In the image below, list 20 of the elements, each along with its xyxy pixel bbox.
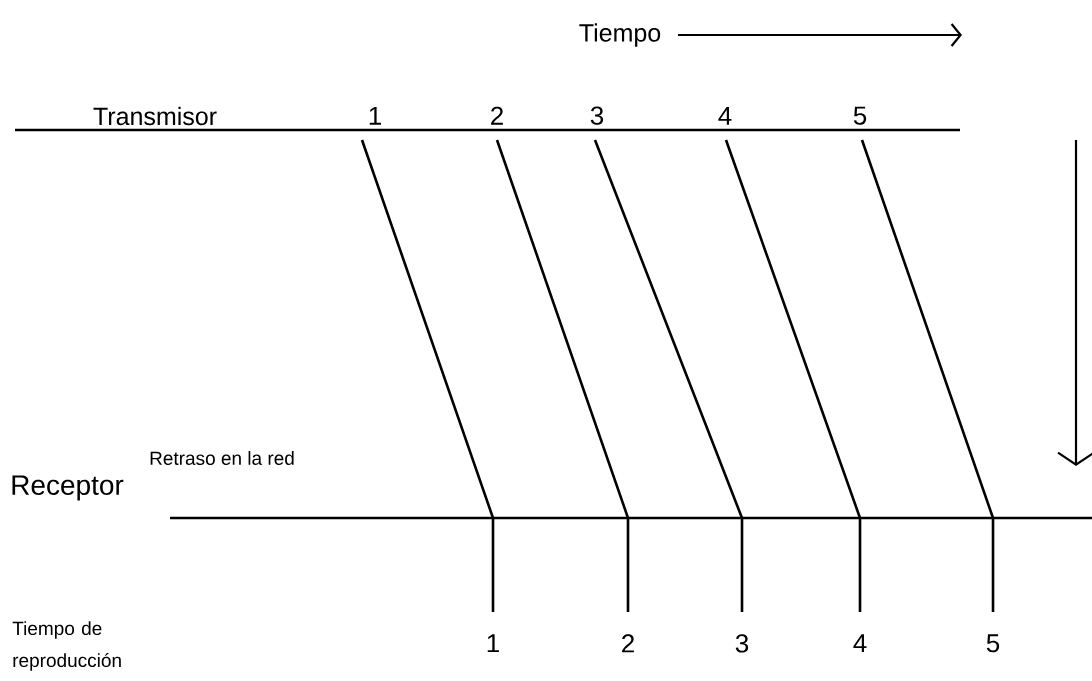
packet-number: 4: [718, 106, 732, 125]
packet-number: 5: [853, 106, 867, 125]
packet-line: [593, 139, 744, 612]
packet-number: 3: [735, 634, 749, 653]
packet-number: 3: [590, 106, 604, 125]
axis-label: Retraso en la red: [150, 451, 294, 465]
axis-label: Receptor: [12, 475, 124, 501]
axis-label: Tiempo de reproducción: [12, 621, 121, 671]
packet-number: 1: [369, 106, 381, 125]
packet-line: [724, 139, 862, 612]
packet-number: 1: [487, 634, 499, 653]
packet-number: 5: [986, 634, 1000, 653]
packet-number: 4: [853, 634, 867, 653]
axis-label: Tiempo: [579, 23, 661, 47]
packet-number: 2: [491, 106, 503, 125]
packet-line: [860, 139, 995, 612]
packet-line: [495, 139, 630, 612]
packet-number: 2: [622, 634, 634, 653]
packet-line: [360, 139, 495, 612]
axis-label: Transmisor: [93, 106, 217, 126]
